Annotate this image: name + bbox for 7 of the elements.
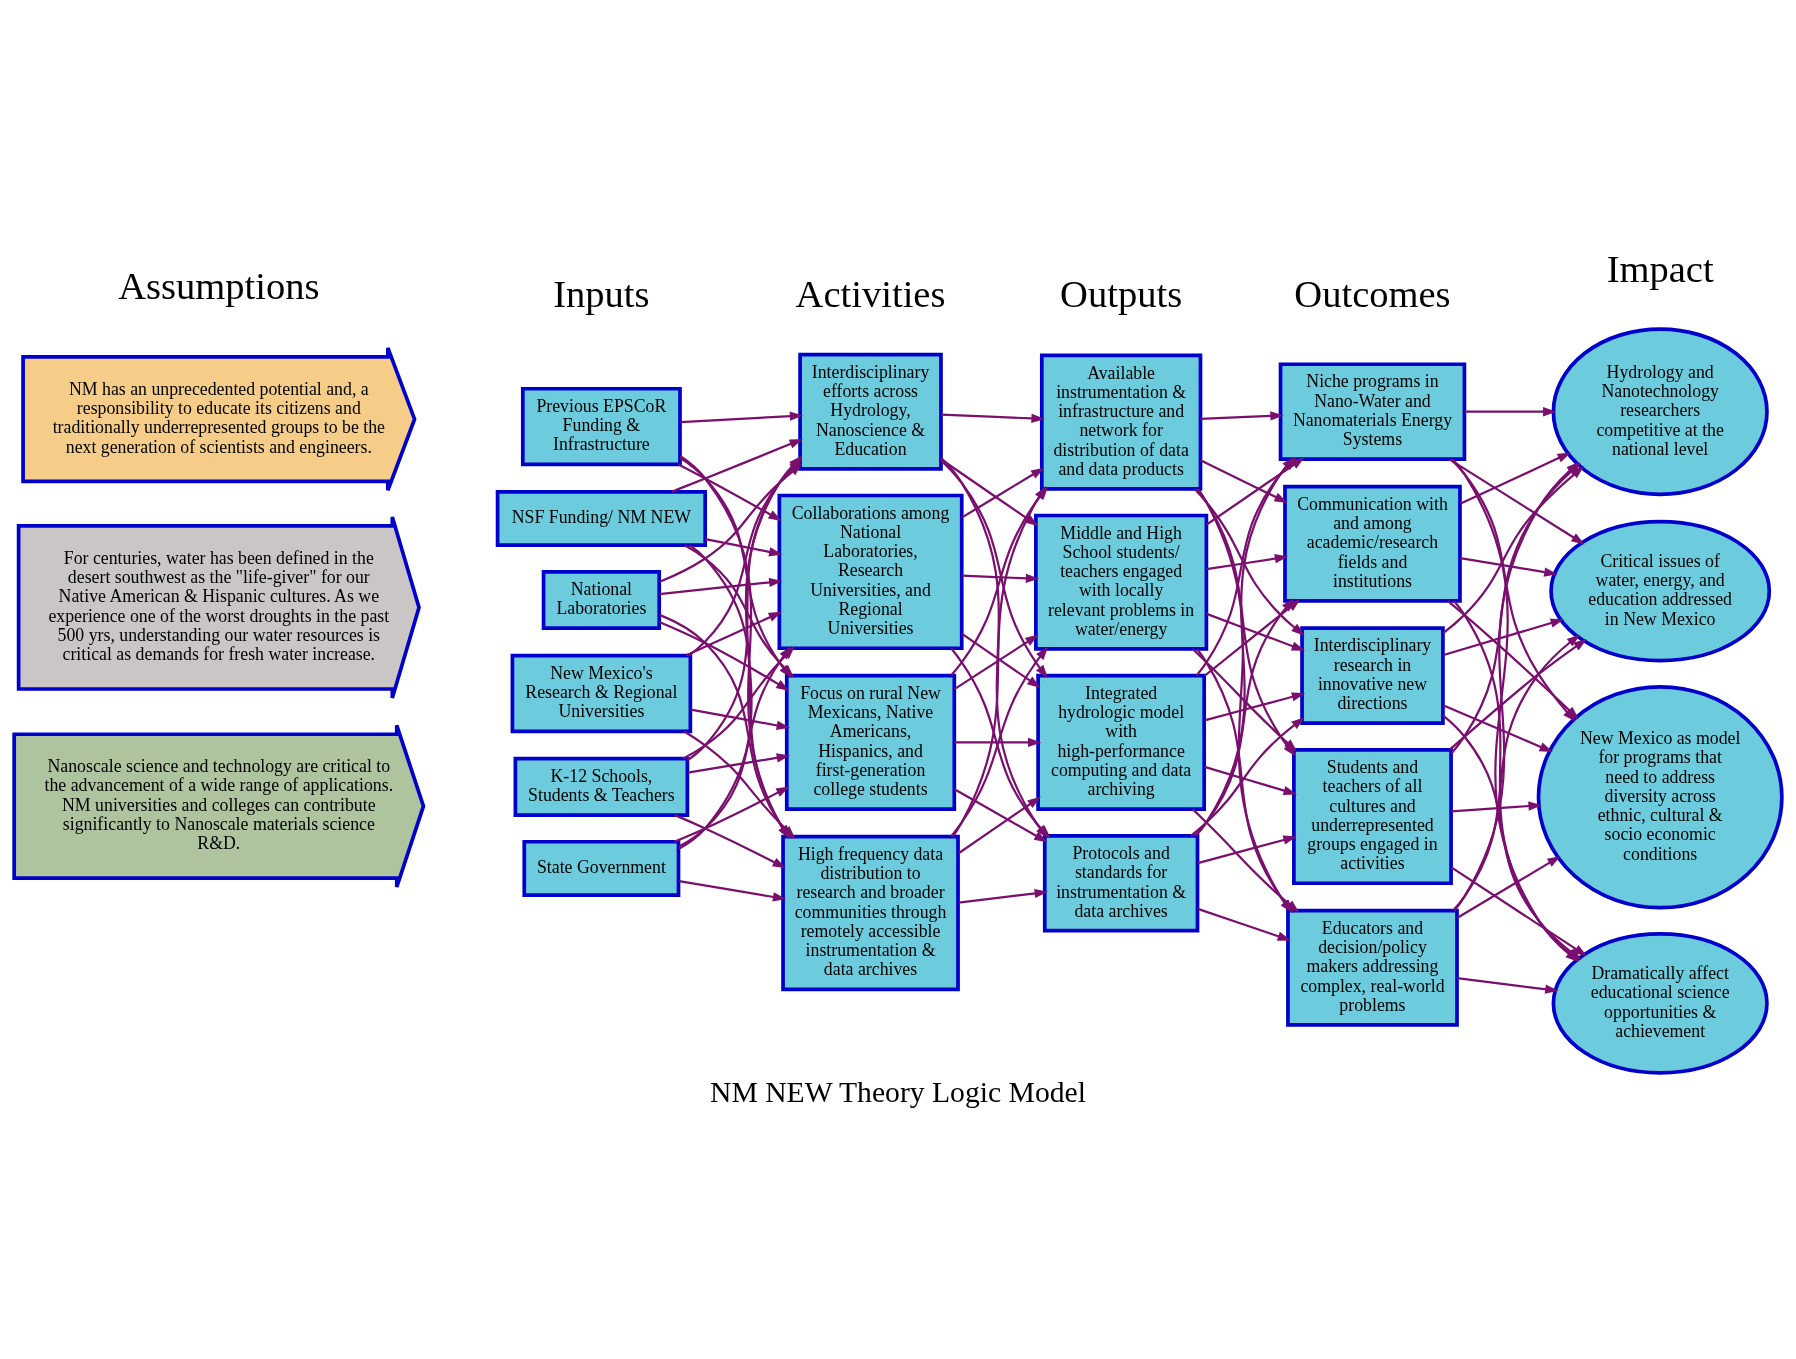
- label: Outcomes: [1294, 272, 1451, 315]
- label: Outputs: [1060, 272, 1183, 315]
- caption: NM NEW Theory Logic Model: [710, 1076, 1086, 1109]
- label: Impact: [1606, 247, 1714, 290]
- label: Inputs: [553, 272, 650, 315]
- label: Activities: [795, 272, 946, 315]
- label: Assumptions: [118, 265, 320, 308]
